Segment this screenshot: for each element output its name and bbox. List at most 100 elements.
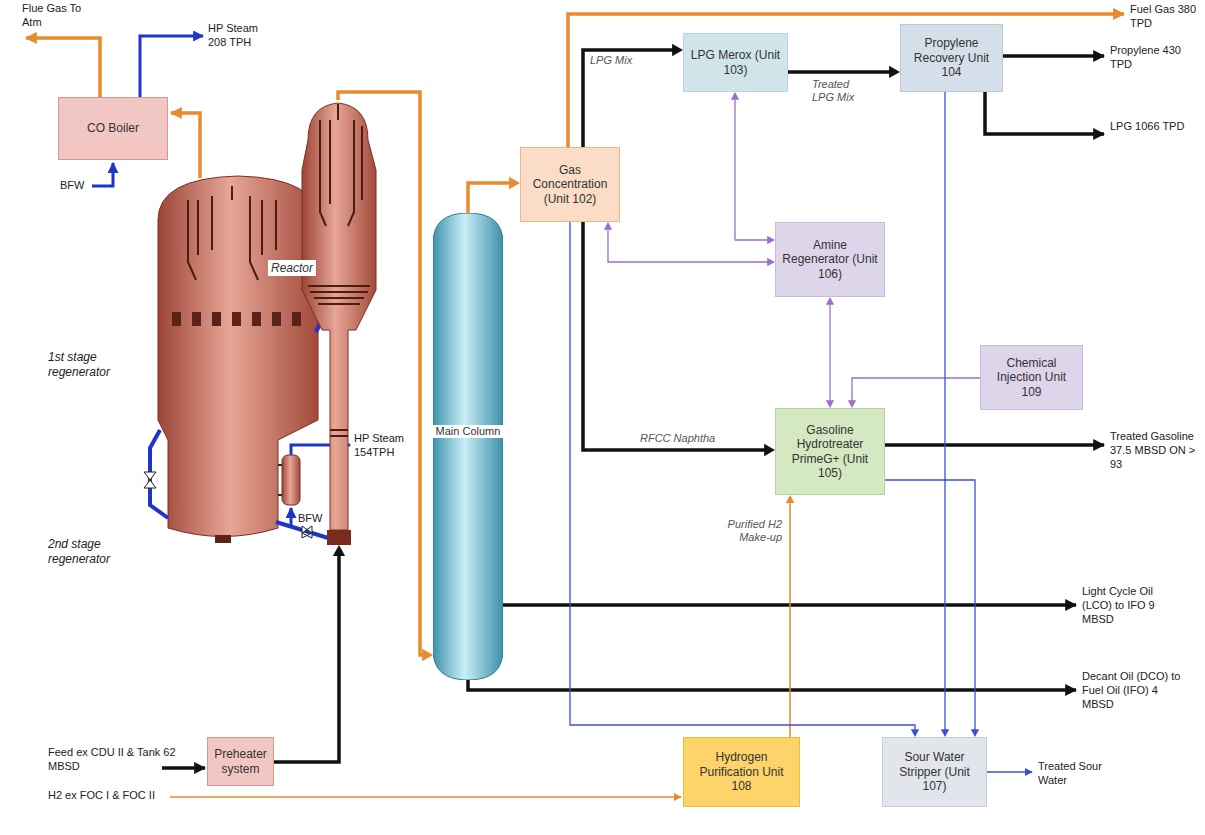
product-line (468, 680, 1076, 690)
product-line (985, 92, 1104, 134)
arrow-head (767, 258, 775, 266)
stream-label: 1st stage regenerator (48, 350, 123, 380)
stream-label: HP Steam 154TPH (354, 432, 414, 460)
stream-label: HP Steam 208 TPH (208, 22, 270, 50)
process-box: Gasoline Hydrotreater PrimeG+ (Unit 105) (775, 408, 885, 495)
stream-name: RFCC Naphtha (640, 432, 730, 445)
stream-label: Fuel Gas 380 TPD (1130, 3, 1202, 31)
connector-line (608, 227, 770, 262)
steam-line (140, 36, 203, 97)
process-box: Hydrogen Purification Unit 108 (683, 737, 800, 807)
catalyst-cooler (282, 455, 300, 505)
connector-line (468, 183, 512, 213)
stream-label: Decant Oil (DCO) to Fuel Oil (IFO) 4 MBS… (1082, 670, 1186, 711)
arrow-head (826, 297, 834, 305)
node-label: Reactor (268, 260, 316, 276)
node-label: Preheater system (214, 747, 267, 776)
arrow-head (731, 92, 739, 100)
connector-line (829, 302, 830, 402)
node-label: Main Column (433, 425, 503, 438)
arrow-head (604, 222, 612, 230)
connector-line (583, 222, 767, 450)
product-line (885, 443, 1104, 447)
process-box: LPG Merox (Unit 103) (683, 33, 788, 92)
stream-label: Feed ex CDU II & Tank 62 MBSD (48, 746, 178, 774)
stream-label: Light Cycle Oil (LCO) to IFO 9 MBSD (1082, 585, 1182, 626)
stream-label: BFW (298, 512, 328, 526)
connector (468, 177, 520, 213)
product-line (1003, 54, 1104, 58)
arrow-head (911, 729, 919, 737)
arrow-head (889, 66, 900, 78)
stream-label: LPG 1066 TPD (1110, 120, 1190, 134)
stream-name: Treated LPG Mix (812, 78, 874, 104)
node-label: Gas Concentration (Unit 102) (527, 163, 613, 206)
arrow-head (786, 495, 795, 503)
arrow-head (764, 444, 775, 456)
stream-name: Purified H2 Make-up (700, 518, 782, 544)
connector-line (735, 97, 770, 240)
main-column: Main Column (433, 213, 503, 680)
catalyst-line (150, 296, 338, 541)
stream-label: H2 ex FOC I & FOC II (48, 789, 173, 803)
connector (604, 222, 775, 266)
stream-label: BFW (60, 179, 90, 193)
connector-line (583, 50, 675, 147)
arrow-head (509, 177, 520, 189)
process-box: Gas Concentration (Unit 102) (520, 147, 620, 222)
regenerator-grid (172, 312, 301, 543)
connector (788, 66, 900, 78)
node-label: LPG Merox (Unit 103) (690, 48, 781, 77)
flue-gas-line (171, 113, 200, 178)
connector (885, 480, 979, 737)
connector-line (885, 480, 975, 732)
connector (941, 92, 949, 737)
boiler-box: CO Boiler (58, 97, 168, 160)
connector (786, 495, 795, 737)
bfw-line (92, 163, 113, 186)
connector (848, 378, 980, 408)
arrow-head (672, 44, 683, 56)
process-box: Chemical Injection Unit 109 (980, 345, 1083, 410)
arrow-head (767, 236, 775, 244)
connector (583, 222, 775, 456)
regenerator-vessel (158, 176, 318, 537)
node-label: Chemical Injection Unit 109 (987, 356, 1076, 399)
node-label: Amine Regenerator (Unit 106) (782, 238, 878, 281)
water-line (987, 771, 1032, 773)
connector (570, 222, 919, 737)
node-label: Gasoline Hydrotreater PrimeG+ (Unit 105) (782, 423, 878, 481)
stream-label: Propylene 430 TPD (1110, 44, 1190, 72)
bfw-line (290, 508, 293, 528)
process-box: Amine Regenerator (Unit 106) (775, 222, 885, 297)
column-drawing (433, 213, 503, 680)
reactor-drawing (268, 100, 380, 545)
stream-name: LPG Mix (590, 54, 650, 67)
flue-gas-line (26, 38, 100, 97)
arrow-head (848, 400, 856, 408)
hydrogen-line (170, 796, 681, 798)
node-label: Propylene Recovery Unit 104 (907, 36, 996, 79)
node-label: CO Boiler (87, 121, 139, 135)
arrow-head (941, 729, 949, 737)
connector-line (852, 378, 980, 403)
regenerator-cyclones (188, 186, 276, 280)
node-label: Hydrogen Purification Unit 108 (690, 750, 793, 793)
connector-line (944, 92, 945, 732)
reactor-vessel: Reactor (268, 100, 380, 545)
arrow-head (971, 729, 979, 737)
arrow-head (333, 545, 345, 556)
arrow-head (826, 400, 834, 408)
connector (731, 92, 775, 244)
process-box: Sour Water Stripper (Unit 107) (882, 737, 987, 807)
stream-label: Treated Gasoline 37.5 MBSD ON > 93 (1110, 430, 1202, 471)
connector-line (274, 553, 339, 762)
node-label: Sour Water Stripper (Unit 107) (889, 750, 980, 793)
feed-line (162, 766, 205, 770)
cooler-nozzle (278, 465, 282, 495)
stream-label: 2nd stage regenerator (48, 537, 148, 567)
